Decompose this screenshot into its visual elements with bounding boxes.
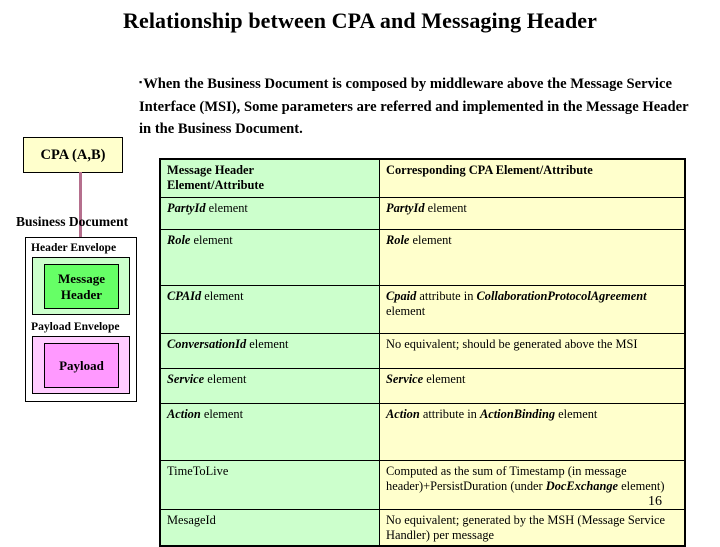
header-envelope-label: Header Envelope bbox=[31, 241, 117, 254]
table-cell-message-header-element: MesageId bbox=[159, 509, 380, 547]
table-cell-cpa-element: Action attribute in ActionBinding elemen… bbox=[379, 403, 686, 461]
table-cell-message-header-element: PartyId element bbox=[159, 197, 380, 230]
table-cell-cpa-element: Service element bbox=[379, 368, 686, 404]
bullet-marker-icon: ▪ bbox=[139, 77, 143, 87]
table-header-row: Message Header Element/Attribute Corresp… bbox=[159, 158, 686, 198]
table-cell-cpa-element: PartyId element bbox=[379, 197, 686, 230]
mapping-table-body: Message Header Element/Attribute Corresp… bbox=[159, 158, 686, 547]
payload-label: Payload bbox=[59, 357, 104, 373]
cpa-box-label: CPA (A,B) bbox=[40, 146, 106, 163]
table-cell-message-header-element: Role element bbox=[159, 229, 380, 286]
message-header-label-line1: Message bbox=[58, 270, 105, 286]
payload-envelope-box: Payload bbox=[32, 336, 130, 394]
payload-envelope-label: Payload Envelope bbox=[31, 320, 120, 333]
table-cell-message-header-element: TimeToLive bbox=[159, 460, 380, 510]
table-header-cell-left: Message Header Element/Attribute bbox=[159, 158, 380, 198]
table-cell-message-header-element: CPAId element bbox=[159, 285, 380, 334]
business-document-box: Header Envelope Message Header Payload E… bbox=[25, 237, 137, 402]
cpa-to-message-header-arrow-line bbox=[79, 172, 82, 270]
business-document-label: Business Document bbox=[16, 214, 129, 229]
payload-box: Payload bbox=[44, 343, 119, 388]
header-envelope-box: Message Header bbox=[32, 257, 130, 315]
table-cell-cpa-element: Cpaid attribute in CollaborationProtocol… bbox=[379, 285, 686, 334]
bullet-paragraph: ▪When the Business Document is composed … bbox=[139, 71, 695, 141]
table-header-cell-right: Corresponding CPA Element/Attribute bbox=[379, 158, 686, 198]
message-header-label-line2: Header bbox=[60, 286, 103, 302]
table-cell-cpa-element: Role element bbox=[379, 229, 686, 286]
table-cell-message-header-element: ConversationId element bbox=[159, 333, 380, 369]
table-cell-cpa-element: Computed as the sum of Timestamp (in mes… bbox=[379, 460, 686, 510]
cpa-box: CPA (A,B) bbox=[23, 137, 123, 173]
table-cell-message-header-element: Action element bbox=[159, 403, 380, 461]
message-header-box: Message Header bbox=[44, 264, 119, 309]
bullet-text: When the Business Document is composed b… bbox=[139, 76, 689, 137]
cpa-mapping-table: Message Header Element/Attribute Corresp… bbox=[159, 158, 686, 547]
table-cell-message-header-element: Service element bbox=[159, 368, 380, 404]
table-header-left-line1: Message Header bbox=[167, 163, 255, 177]
table-cell-cpa-element: No equivalent; generated by the MSH (Mes… bbox=[379, 509, 686, 547]
table-cell-cpa-element: No equivalent; should be generated above… bbox=[379, 333, 686, 369]
table-header-left-line2: Element/Attribute bbox=[167, 177, 265, 192]
page-title: Relationship between CPA and Messaging H… bbox=[122, 8, 598, 33]
page-number: 16 bbox=[648, 494, 662, 509]
